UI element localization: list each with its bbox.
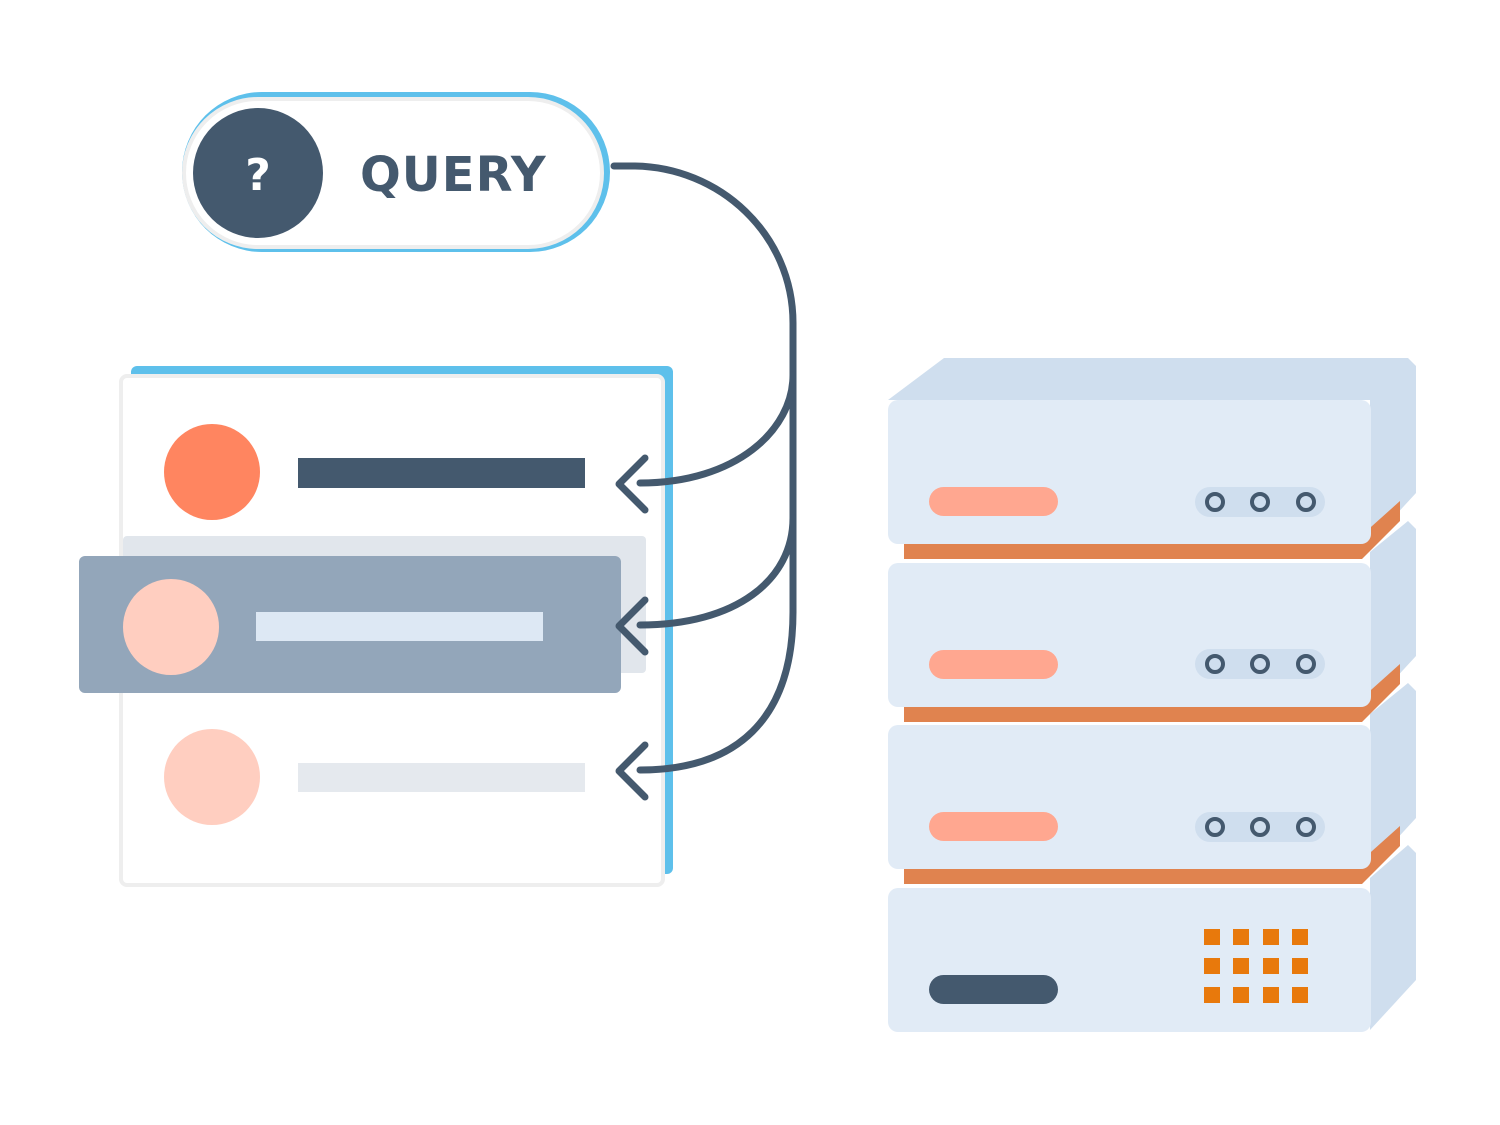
connector-branch-1 <box>636 371 797 487</box>
server-unit-4 <box>888 845 1416 1032</box>
status-lights-icon <box>1205 654 1316 674</box>
server-face <box>888 400 1371 544</box>
server-slot <box>929 812 1058 841</box>
result-avatar-icon <box>164 729 260 825</box>
server-side <box>1370 521 1416 706</box>
status-lights-icon <box>1205 492 1316 512</box>
status-lights-icon <box>1205 817 1316 837</box>
server-unit-2 <box>888 521 1416 722</box>
result-avatar-icon <box>123 579 219 675</box>
result-text-bar <box>256 612 543 641</box>
result-list-card <box>79 366 673 887</box>
arrowhead-1-icon <box>615 454 649 514</box>
result-row-1[interactable] <box>164 424 585 520</box>
query-connector <box>610 162 797 801</box>
status-lights-panel <box>1195 812 1325 842</box>
status-lights-panel <box>1195 487 1325 517</box>
server-side <box>1370 683 1416 868</box>
result-text-bar <box>298 458 585 488</box>
server-face <box>888 563 1371 707</box>
vent-grid-icon <box>1204 929 1308 1003</box>
server-unit-3 <box>888 683 1416 884</box>
server-side <box>1370 845 1416 1030</box>
server-stack <box>888 358 1416 1032</box>
result-text-bar <box>298 763 585 792</box>
question-mark-icon <box>193 108 323 238</box>
connector-trunk <box>610 162 797 616</box>
question-mark-glyph: ? <box>245 150 271 201</box>
server-unit-1 <box>888 358 1416 559</box>
connector-branch-3 <box>636 608 797 774</box>
server-slot <box>929 650 1058 679</box>
server-top <box>888 358 1416 543</box>
server-trim <box>904 826 1400 884</box>
status-lights-panel <box>1195 649 1325 679</box>
query-pill: ? QUERY <box>182 92 610 252</box>
result-row-3[interactable] <box>164 729 585 825</box>
arrowhead-2-icon <box>615 596 649 656</box>
server-slot <box>929 487 1058 516</box>
result-avatar-icon <box>164 424 260 520</box>
connector-branch-2 <box>636 514 797 629</box>
server-face <box>888 725 1371 869</box>
server-trim <box>904 664 1400 722</box>
server-slot <box>929 975 1058 1004</box>
arrowhead-3-icon <box>615 741 649 801</box>
query-label: QUERY <box>360 147 547 203</box>
server-trim <box>904 501 1400 559</box>
result-row-2[interactable] <box>79 556 621 693</box>
